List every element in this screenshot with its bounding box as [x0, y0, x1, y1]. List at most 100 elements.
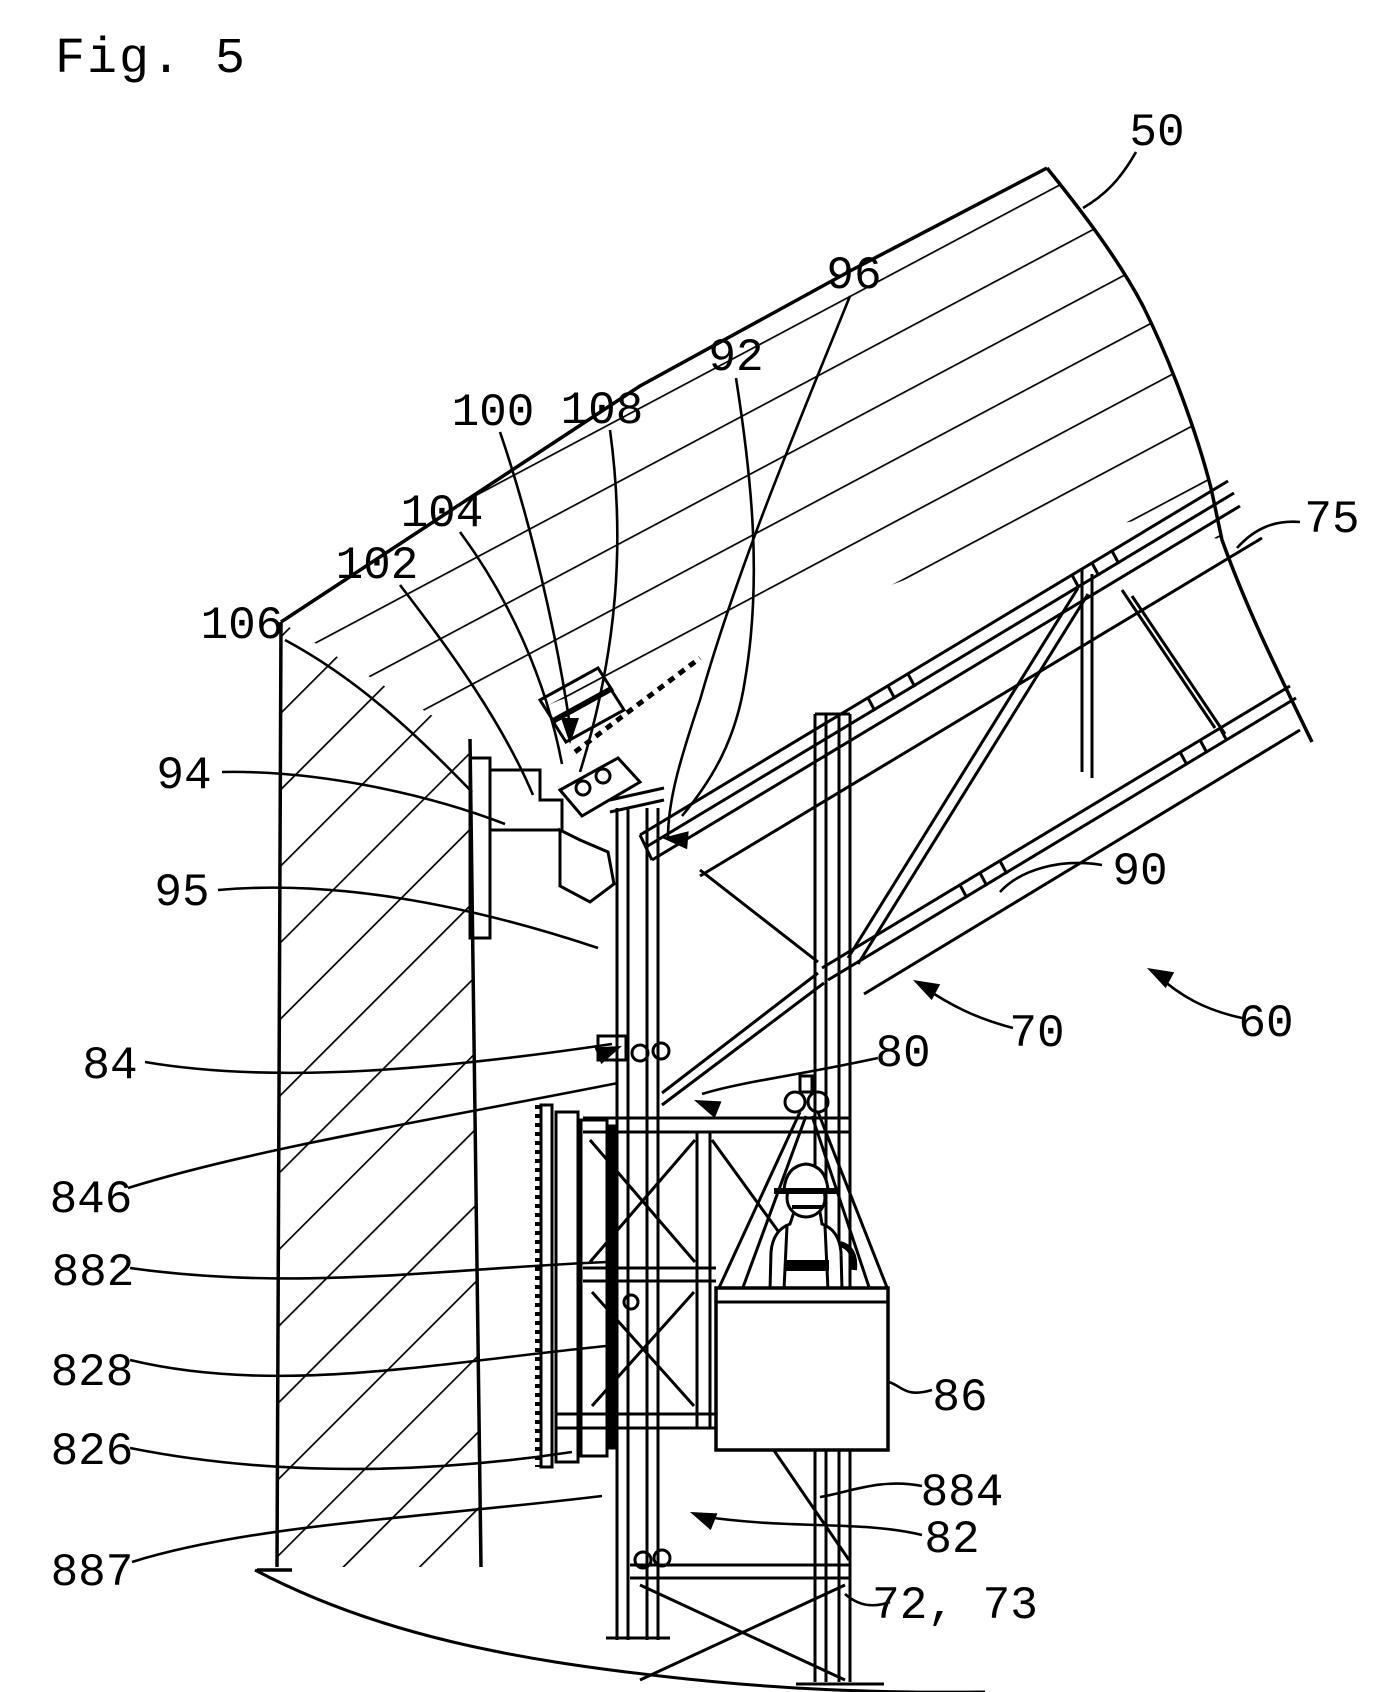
mast-roller: [651, 1041, 671, 1061]
ref-label-828: 828: [51, 1347, 134, 1399]
hoist-carriage: [535, 1103, 640, 1469]
leader-882: [129, 1260, 609, 1280]
leader-100: [498, 431, 572, 727]
worker-arm: [839, 1241, 858, 1271]
bolt: [574, 779, 592, 797]
ref-label-887: 887: [51, 1547, 134, 1599]
ref-label-104: 104: [401, 488, 484, 540]
ref-label-84: 84: [82, 1040, 137, 1092]
arrowhead-82: [690, 1512, 718, 1531]
web-diagonal-1a: [846, 587, 1080, 959]
ref-label-90: 90: [1112, 846, 1167, 898]
ref-label-100: 100: [452, 387, 535, 439]
leader-96: [666, 295, 852, 839]
leader-72-73: [844, 1593, 891, 1607]
rear-top-chord: [699, 536, 1263, 878]
bottom-chord-line2: [827, 696, 1297, 982]
ref-label-80: 80: [875, 1028, 930, 1080]
hook-stem: [798, 1074, 814, 1094]
wall-right-edge: [468, 738, 483, 1568]
sling-line: [810, 1115, 872, 1291]
top-chord-line3: [651, 504, 1241, 862]
arrowhead-96: [662, 831, 689, 850]
ref-label-95: 95: [154, 867, 209, 919]
ref-label-884: 884: [921, 1467, 1004, 1519]
roof-truss: [638, 479, 1301, 996]
sling-and-basket: [714, 1074, 890, 1452]
arrowhead-80: [694, 1100, 722, 1119]
rack-bar: [539, 1103, 554, 1469]
vest-strap: [823, 1225, 830, 1291]
carriage-plate-2: [579, 1118, 609, 1458]
web-diagonal-1b: [856, 593, 1090, 965]
leader-50: [1082, 151, 1138, 210]
web-diagonal-3: [699, 868, 819, 964]
hard-hat-brim: [774, 1188, 838, 1194]
ref-label-70: 70: [1009, 1008, 1064, 1060]
work-platform: [555, 971, 851, 1682]
sling-line: [816, 1111, 890, 1291]
leader-846: [127, 1081, 619, 1190]
break-line: [254, 1568, 985, 1692]
roof-cut-edge: [1045, 166, 1314, 743]
web-diagonal-2a: [1120, 589, 1217, 729]
ref-label-82: 82: [924, 1514, 979, 1566]
embed-plate: [468, 756, 492, 940]
hard-hat: [782, 1162, 830, 1192]
lower-clamp: [558, 827, 616, 904]
ref-label-92: 92: [708, 332, 763, 384]
mast-roller: [630, 1043, 650, 1063]
ref-label-94: 94: [156, 750, 211, 802]
building-wall: [257, 621, 483, 1572]
leader-108: [578, 429, 619, 773]
leader-92: [681, 377, 756, 817]
strut-a: [661, 971, 819, 1095]
carriage-pin: [622, 1293, 640, 1311]
leader-75: [1236, 520, 1301, 549]
ref-label-96: 96: [826, 250, 881, 302]
arrowhead-84: [594, 1046, 622, 1065]
leader-887: [131, 1494, 603, 1564]
roof-slab: [280, 166, 1314, 743]
carriage-dark-bar: [607, 1124, 619, 1450]
roof-hatching: [281, 168, 1222, 739]
leader-lines: [127, 151, 1301, 1607]
leader-102: [398, 584, 535, 796]
clamp-block: [557, 756, 643, 818]
leader-884: [819, 1482, 923, 1499]
sling-line: [716, 1111, 802, 1291]
wall-hatching: [277, 622, 481, 1567]
labels: Fig. 5 50 96 92 100 108 104 102 106 75 9…: [50, 31, 1360, 1632]
leader-82: [699, 1514, 923, 1537]
ref-label-106: 106: [201, 600, 284, 652]
ref-label-846: 846: [50, 1174, 133, 1226]
upper-plate-2: [549, 686, 627, 744]
leader-80: [701, 1056, 879, 1096]
worker-torso: [768, 1210, 844, 1292]
arrowhead-60: [1147, 968, 1175, 989]
ref-label-50: 50: [1129, 107, 1184, 159]
carriage-plate-1: [554, 1110, 580, 1464]
chord-ties: [866, 550, 1229, 899]
vest-band: [786, 1260, 829, 1271]
worker: [768, 1162, 858, 1292]
ref-label-60: 60: [1238, 998, 1293, 1050]
worker-basket: [714, 1286, 890, 1452]
strut-b: [661, 981, 825, 1107]
leader-95: [217, 886, 599, 950]
wall-bracket-assembly: [468, 656, 702, 940]
step-plate: [488, 768, 564, 832]
leader-arrowheads: [561, 718, 1175, 1531]
ref-label-75: 75: [1304, 494, 1359, 546]
ref-label-882: 882: [52, 1247, 135, 1299]
leader-828: [129, 1343, 617, 1378]
roof-edge-chain: [573, 656, 702, 754]
web-diagonal-2b: [1130, 595, 1227, 735]
arrowhead-100: [561, 718, 579, 744]
ref-label-108: 108: [561, 385, 644, 437]
leader-90: [999, 861, 1103, 893]
leader-826: [129, 1446, 573, 1471]
leader-84: [144, 1042, 613, 1075]
